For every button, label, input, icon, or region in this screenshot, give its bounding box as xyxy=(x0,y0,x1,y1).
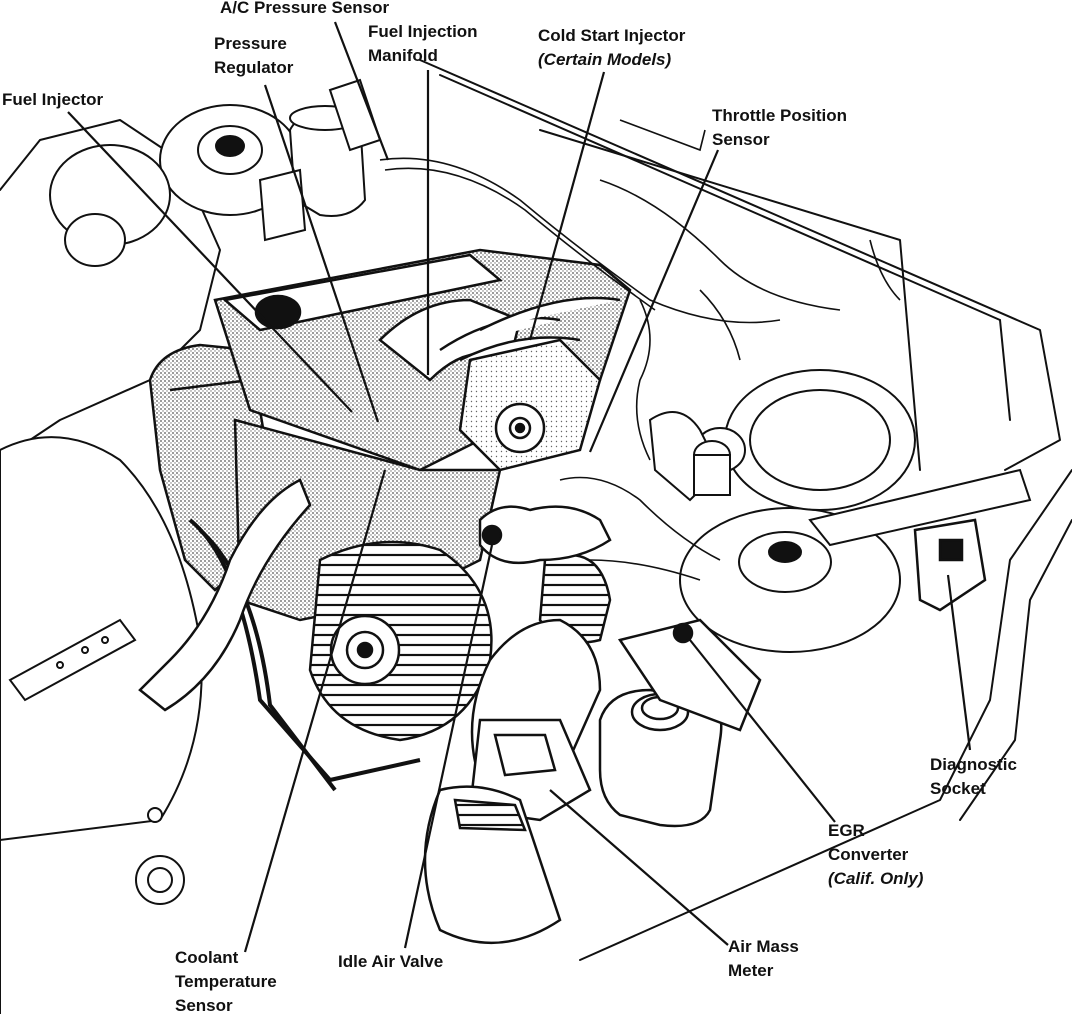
leader-air-mass-meter xyxy=(549,789,729,946)
air-intake-duct xyxy=(423,553,612,945)
label-cold-start-injector: Cold Start Injector (Certain Models) xyxy=(538,26,686,69)
radiator-bracket xyxy=(8,618,185,905)
brake-booster xyxy=(648,369,916,511)
idle-air-valve xyxy=(478,505,612,565)
right-fender xyxy=(579,469,1072,961)
leader-fuel-injector xyxy=(67,111,353,413)
label-fuel-injection-manifold: Fuel Injection Manifold xyxy=(368,22,478,65)
brake-fluid-reservoir xyxy=(693,440,731,496)
label-idle-air-valve: Idle Air Valve xyxy=(338,952,444,971)
right-strut-tower xyxy=(679,468,1032,653)
diagnostic-socket xyxy=(913,518,987,612)
alternator xyxy=(308,540,493,742)
leader-coolant-temperature-sensor xyxy=(243,469,387,953)
leader-throttle-position-sensor xyxy=(588,149,720,453)
label-ac-pressure-sensor: A/C Pressure Sensor xyxy=(220,0,390,17)
label-diagnostic-socket: Diagnostic Socket xyxy=(930,755,1017,798)
wiring-harness xyxy=(379,119,901,581)
leader-diagnostic-socket xyxy=(946,574,972,751)
leader-ac-pressure-sensor xyxy=(333,21,390,161)
leader-cold-start-injector xyxy=(528,71,606,341)
label-egr-converter: EGR Converter (Calif. Only) xyxy=(828,821,924,888)
leader-egr-converter xyxy=(689,639,836,823)
left-fender xyxy=(0,119,221,461)
label-air-mass-meter: Air Mass Meter xyxy=(728,937,799,980)
label-throttle-position-sensor: Throttle Position Sensor xyxy=(712,106,848,149)
ac-receiver-drier xyxy=(258,78,382,242)
leader-idle-air-valve xyxy=(403,544,494,949)
body-panel-top xyxy=(419,59,1061,471)
egr-converter xyxy=(617,618,762,732)
cowl-line xyxy=(539,129,921,471)
label-coolant-temperature-sensor: Coolant Temperature Sensor xyxy=(175,948,277,1015)
throttle-body xyxy=(458,338,602,472)
leader-pressure-regulator xyxy=(263,84,380,423)
label-pressure-regulator: Pressure Regulator xyxy=(214,34,294,77)
leader-lines xyxy=(67,21,972,953)
upper-radiator-hose xyxy=(138,478,312,712)
label-fuel-injector: Fuel Injector xyxy=(2,90,104,109)
